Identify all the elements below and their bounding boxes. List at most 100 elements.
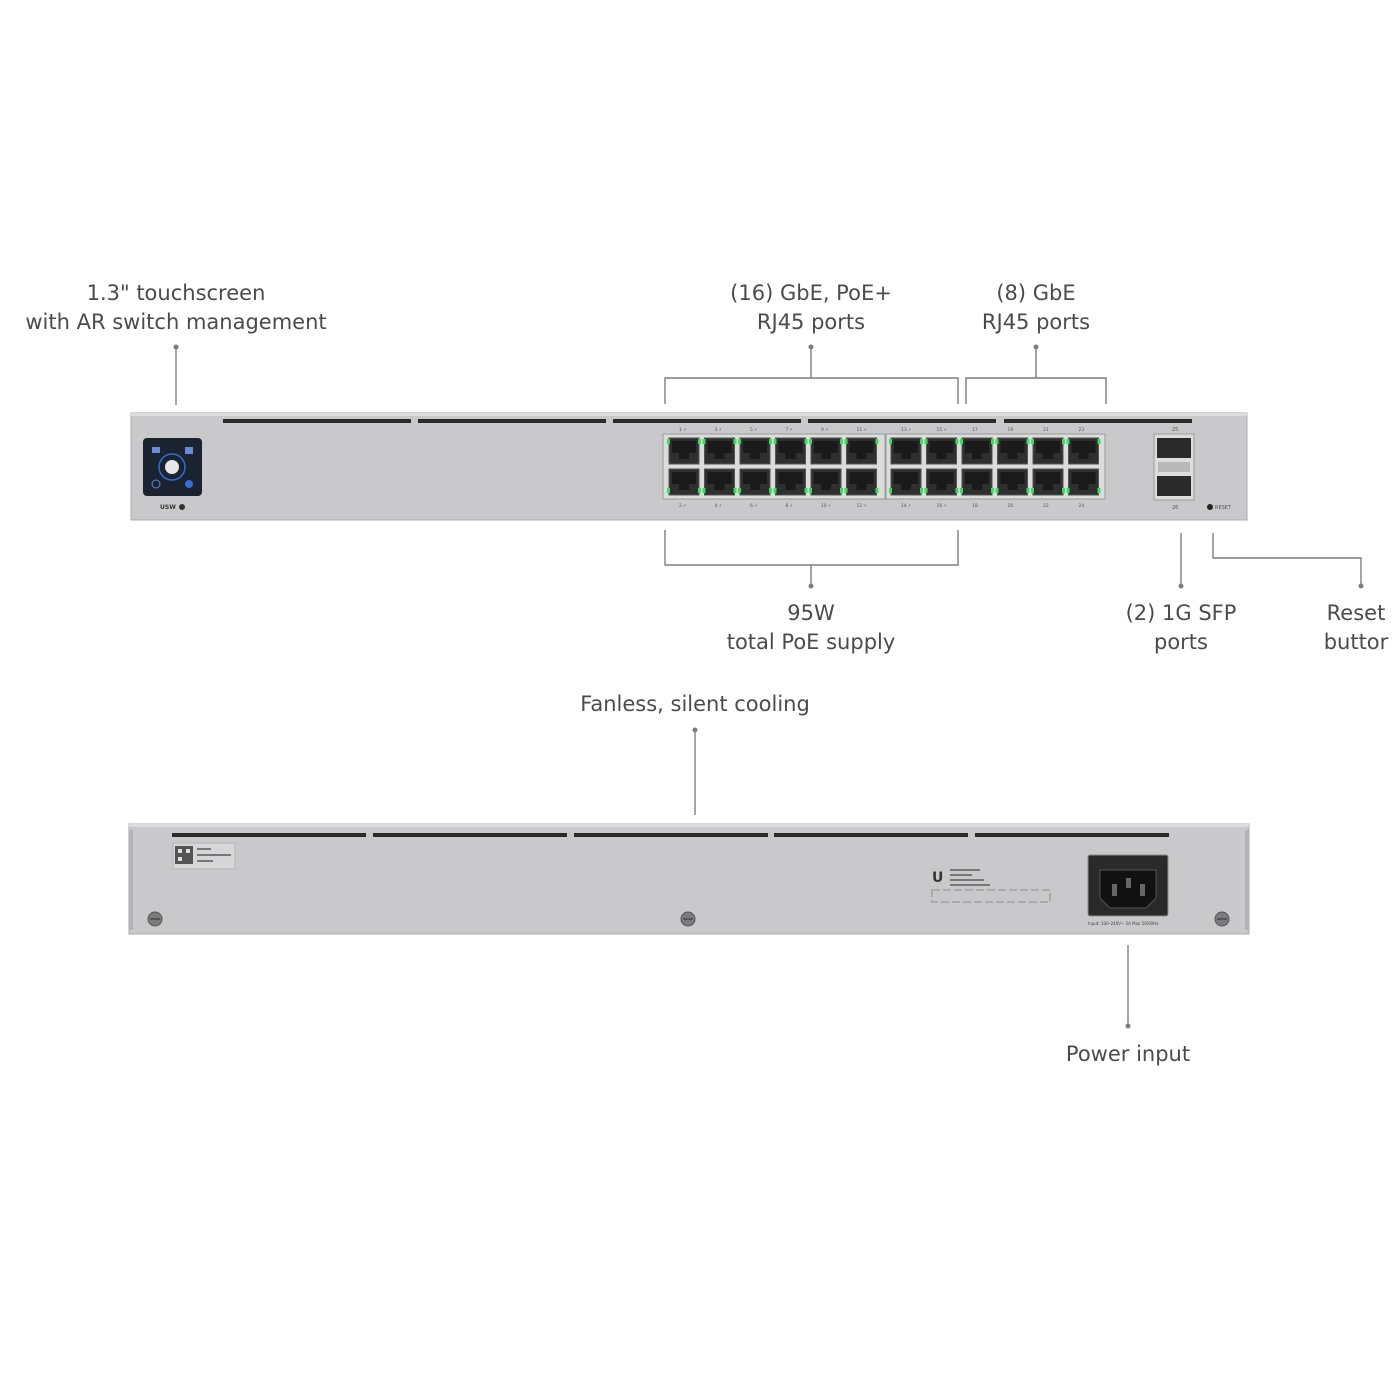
- rj45-socket: [743, 441, 767, 453]
- sfp-led-strip: [1158, 462, 1190, 472]
- rj45-socket: [1036, 441, 1060, 453]
- rj45-socket: [965, 472, 989, 484]
- touchscreen-center-icon: [165, 460, 179, 474]
- port-led-left: [702, 439, 706, 444]
- port-led-right: [769, 488, 772, 493]
- callout-line: buttor: [1323, 630, 1389, 654]
- touchscreen[interactable]: USW: [143, 438, 202, 511]
- regulatory-label: U: [931, 869, 1051, 903]
- rj45-socket: [929, 441, 954, 453]
- reset-label: RESET: [1215, 505, 1232, 511]
- leader-dot: [808, 583, 814, 589]
- front-top-highlight: [131, 413, 1247, 416]
- port-led-right: [1062, 439, 1065, 444]
- rj45-clip: [785, 484, 796, 490]
- vent-slot: [613, 419, 801, 423]
- rj45-clip: [785, 453, 796, 459]
- serial-line: [197, 854, 231, 856]
- certification-marks-icon: [931, 889, 1051, 903]
- rear-vents: [172, 833, 1169, 837]
- vent-slot: [774, 833, 968, 837]
- rj45-port-3[interactable]: [702, 437, 737, 465]
- rj45-clip: [856, 453, 867, 459]
- rj45-port-4[interactable]: [702, 468, 737, 496]
- rear-left-flange: [129, 830, 133, 930]
- rj45-clip: [821, 453, 831, 459]
- rj45-socket: [707, 441, 732, 453]
- rj45-port-8[interactable]: [773, 468, 808, 496]
- sfp-port-25[interactable]: [1157, 438, 1191, 458]
- leader-dot: [1358, 583, 1364, 589]
- rj45-socket: [849, 441, 874, 453]
- regulatory-line: [950, 874, 972, 876]
- rj45-port-12[interactable]: [844, 468, 879, 496]
- port-led-left: [667, 439, 670, 444]
- rj45-port-20[interactable]: [995, 468, 1030, 496]
- port-led-left: [809, 488, 812, 493]
- reset-button[interactable]: [1207, 504, 1213, 510]
- rj45-port-22[interactable]: [1031, 468, 1065, 496]
- rj45-port-5[interactable]: [738, 437, 772, 465]
- rj45-port-19[interactable]: [995, 437, 1030, 465]
- rj45-port-6[interactable]: [738, 468, 772, 496]
- regulatory-line: [950, 884, 990, 886]
- rj45-port-7[interactable]: [773, 437, 808, 465]
- rj45-clip: [1078, 453, 1089, 459]
- port-label-bottom: 24: [1079, 503, 1085, 509]
- port-led-left: [844, 488, 848, 493]
- rj45-port-17[interactable]: [960, 437, 994, 465]
- qr-code-detail: [186, 849, 190, 853]
- vent-slot: [1004, 419, 1192, 423]
- rj45-port-11[interactable]: [844, 437, 879, 465]
- rj45-clip: [936, 453, 947, 459]
- rj45-port-1[interactable]: [667, 437, 701, 465]
- rj45-port-14[interactable]: [889, 468, 923, 496]
- rj45-port-2[interactable]: [667, 468, 701, 496]
- port-led-left: [889, 488, 892, 493]
- callout-line: Reset: [1326, 601, 1386, 625]
- port-led-left: [667, 488, 670, 493]
- vent-slot: [172, 833, 366, 837]
- sfp-port-26[interactable]: [1157, 476, 1191, 496]
- rj45-port-16[interactable]: [924, 468, 959, 496]
- port-led-right: [733, 439, 737, 444]
- port-label-bottom: 10 ⚡: [821, 503, 831, 509]
- rj45-port-24[interactable]: [1066, 468, 1101, 496]
- vent-slot: [373, 833, 567, 837]
- port-led-right: [804, 488, 808, 493]
- rj45-port-15[interactable]: [924, 437, 959, 465]
- rj45-clip: [901, 484, 911, 490]
- port-label-bottom: 22: [1043, 503, 1049, 509]
- rj45-port-10[interactable]: [809, 468, 843, 496]
- rj45-socket: [707, 472, 732, 484]
- sfp-ports: 25 26: [1153, 427, 1195, 511]
- port-label-top: 11 ⚡: [857, 427, 867, 433]
- callout-line: 1.3" touchscreen: [86, 281, 266, 305]
- power-rating: Input: 100–240V~ 2A Max 50/60Hz: [1088, 921, 1158, 926]
- vent-slot: [574, 833, 768, 837]
- rj45-port-9[interactable]: [809, 437, 843, 465]
- port-led-left: [1066, 488, 1070, 493]
- front-vents: [223, 419, 1192, 423]
- power-inlet[interactable]: Input: 100–240V~ 2A Max 50/60Hz: [1087, 854, 1169, 926]
- rear-panel: U Input: 100–240V~ 2A Max 50/60Hz: [128, 823, 1250, 935]
- rj45-port-21[interactable]: [1031, 437, 1065, 465]
- rj45-port-23[interactable]: [1066, 437, 1101, 465]
- rj45-clip: [679, 453, 689, 459]
- rj45-clip: [679, 484, 689, 490]
- leader-dot: [1125, 1023, 1131, 1029]
- port-led-left: [960, 439, 963, 444]
- rj45-clip: [1007, 453, 1018, 459]
- rj45-port-18[interactable]: [960, 468, 994, 496]
- port-led-left: [924, 488, 928, 493]
- port-led-right: [1062, 488, 1065, 493]
- rj45-port-13[interactable]: [889, 437, 923, 465]
- port-led-left: [844, 439, 848, 444]
- port-led-right: [769, 439, 772, 444]
- callout-line: RJ45 ports: [756, 310, 866, 334]
- rj45-clip: [750, 484, 760, 490]
- port-led-right: [955, 488, 959, 493]
- model-badge: USW: [160, 504, 176, 511]
- rj45-socket: [894, 472, 918, 484]
- rj45-socket: [1000, 472, 1025, 484]
